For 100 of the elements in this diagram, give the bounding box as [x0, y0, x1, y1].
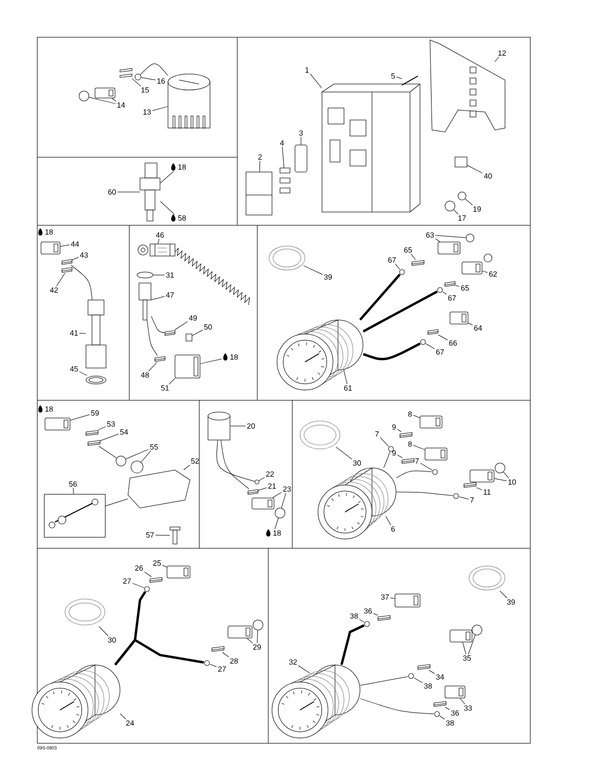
leader-line	[152, 106, 168, 111]
wire	[359, 274, 401, 321]
leader-line	[222, 652, 230, 658]
control-module-drawing	[322, 84, 420, 212]
terminal-drawing	[62, 267, 72, 273]
leader-line	[79, 371, 88, 376]
leader-line	[112, 98, 116, 102]
grommet-drawing	[134, 74, 142, 80]
leader-line	[439, 716, 445, 720]
leader-line	[72, 488, 74, 494]
leader-line	[258, 477, 265, 482]
panel-frame	[268, 548, 530, 744]
leader-line	[160, 201, 174, 214]
cap-drawing	[466, 234, 474, 242]
wire	[340, 624, 365, 666]
screw-drawing	[402, 76, 418, 86]
connector-drawing	[40, 242, 60, 254]
leader-line	[162, 565, 167, 568]
connector-drawing	[252, 498, 274, 510]
terminal-drawing	[164, 330, 176, 336]
panel-frame	[237, 37, 530, 226]
connector-drawing	[444, 686, 466, 698]
leader-line	[151, 296, 165, 300]
leader-line	[120, 714, 126, 720]
connector-drawing	[174, 354, 200, 378]
leader-line	[258, 487, 267, 491]
leader-line	[282, 146, 284, 168]
leader-line	[158, 238, 160, 244]
washer-drawing	[458, 192, 466, 200]
terminal-drawing	[254, 480, 260, 484]
wire	[396, 470, 432, 478]
connector-drawing	[450, 312, 468, 324]
bezel-ring-drawing	[468, 566, 506, 590]
leader-line	[259, 160, 260, 172]
wire	[396, 492, 454, 496]
leader-line	[274, 518, 279, 530]
terminal-drawing	[399, 269, 405, 275]
nut-drawing	[444, 200, 456, 212]
nut-drawing	[78, 90, 90, 102]
wire	[360, 676, 408, 686]
bezel-drawing	[300, 420, 340, 450]
leader-line	[148, 362, 158, 372]
leader-line	[464, 198, 473, 206]
cap-drawing	[252, 620, 264, 630]
inset-frame	[44, 494, 106, 538]
connector-drawing	[394, 594, 420, 608]
leader-line	[336, 446, 352, 460]
leader-line	[503, 472, 509, 478]
leader-line	[281, 492, 286, 508]
leader-line	[395, 264, 400, 270]
terminal-drawing	[364, 621, 370, 627]
terminal-drawing	[248, 489, 258, 495]
sender-drawing	[208, 412, 230, 440]
o-ring-drawing	[86, 376, 106, 384]
wire	[216, 440, 256, 482]
wire	[114, 638, 204, 666]
leader-line	[445, 707, 450, 710]
leader-line	[344, 370, 348, 384]
leader-line	[132, 582, 144, 588]
leader-line	[435, 235, 466, 238]
bracket-drawing	[430, 40, 506, 132]
connector-drawing	[424, 448, 448, 460]
panel-frame	[257, 225, 530, 400]
bezel-drawing	[64, 598, 106, 626]
terminal-drawing	[388, 446, 394, 452]
cap-drawing	[494, 462, 506, 474]
leader-line	[246, 638, 253, 644]
connector-drawing	[438, 242, 460, 254]
gauge-drawing	[318, 468, 396, 540]
leader-line	[468, 634, 476, 654]
leader-line	[476, 487, 482, 490]
screw-drawing	[170, 526, 180, 544]
leader-line	[298, 665, 310, 674]
leader-line	[460, 698, 466, 704]
leader-line	[192, 330, 203, 336]
panel-frame	[199, 400, 292, 548]
leader-line	[373, 613, 378, 616]
terminal-drawing	[88, 440, 100, 446]
leader-line	[467, 165, 483, 174]
leader-line	[494, 478, 507, 482]
connector-drawing	[44, 418, 70, 430]
leader-line	[435, 238, 440, 242]
leader-line	[303, 265, 323, 275]
terminal-drawing	[150, 577, 162, 583]
leader-line	[494, 56, 500, 62]
wire	[360, 698, 434, 714]
leader-line	[462, 642, 466, 654]
terminal-drawing	[418, 664, 430, 670]
leader-line	[132, 78, 141, 86]
fuse-holder-drawing	[294, 144, 308, 172]
fuel-sender-drawing	[86, 300, 106, 368]
panel-frame	[37, 157, 238, 226]
leader-line	[482, 270, 488, 273]
bilge-pump-drawing	[168, 74, 210, 128]
wire	[146, 320, 158, 356]
leader-line	[272, 492, 282, 498]
leader-line	[210, 664, 217, 668]
grommet-drawing	[116, 456, 126, 466]
leader-line	[153, 274, 165, 276]
leader-line	[413, 445, 425, 450]
